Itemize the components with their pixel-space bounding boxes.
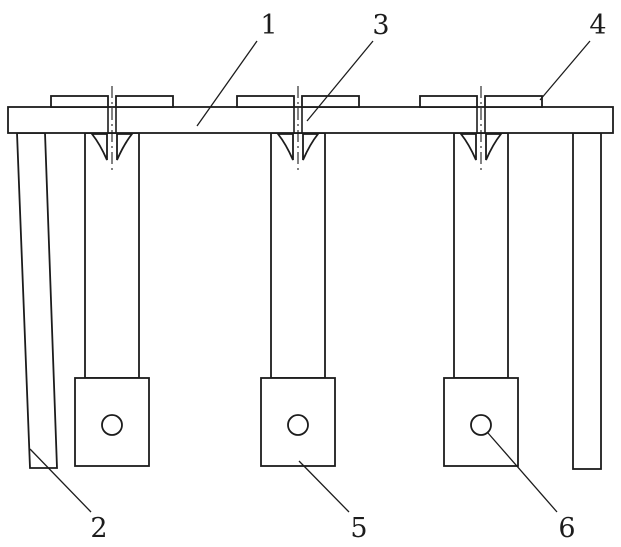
barb-hook-1-right: [116, 133, 134, 161]
barb-hook-3-right: [485, 133, 503, 161]
clamp-plate-3-left: [419, 95, 478, 108]
leader-line-2: [29, 448, 92, 513]
barb-hook-2-left: [276, 133, 294, 161]
top-beam: [7, 106, 614, 134]
callout-label-2: 2: [90, 513, 107, 544]
left-leg: [16, 132, 58, 469]
callout-label-6: 6: [558, 513, 575, 544]
clamp-plate-2-right: [301, 95, 360, 108]
clamp-plate-2-left: [236, 95, 295, 108]
clamp-plate-3-right: [484, 95, 543, 108]
leader-line-6: [487, 432, 558, 513]
callout-label-4: 4: [589, 10, 606, 41]
block-hole-2: [287, 414, 309, 436]
clamp-plate-1-left: [50, 95, 109, 108]
leader-line-1: [196, 40, 258, 127]
barb-hook-3-left: [459, 133, 477, 161]
block-hole-3: [470, 414, 492, 436]
callout-label-5: 5: [350, 513, 367, 544]
barb-hook-1-left: [90, 133, 108, 161]
leader-line-5: [298, 460, 350, 513]
hanger-column-1: [84, 132, 140, 379]
hanger-column-2: [270, 132, 326, 379]
callout-label-3: 3: [372, 10, 389, 41]
leader-line-3: [306, 40, 374, 122]
clamp-plate-1-right: [115, 95, 174, 108]
right-leg: [572, 132, 602, 470]
block-hole-1: [101, 414, 123, 436]
leader-line-4: [539, 40, 591, 101]
callout-label-1: 1: [260, 10, 277, 41]
barb-hook-2-right: [302, 133, 320, 161]
